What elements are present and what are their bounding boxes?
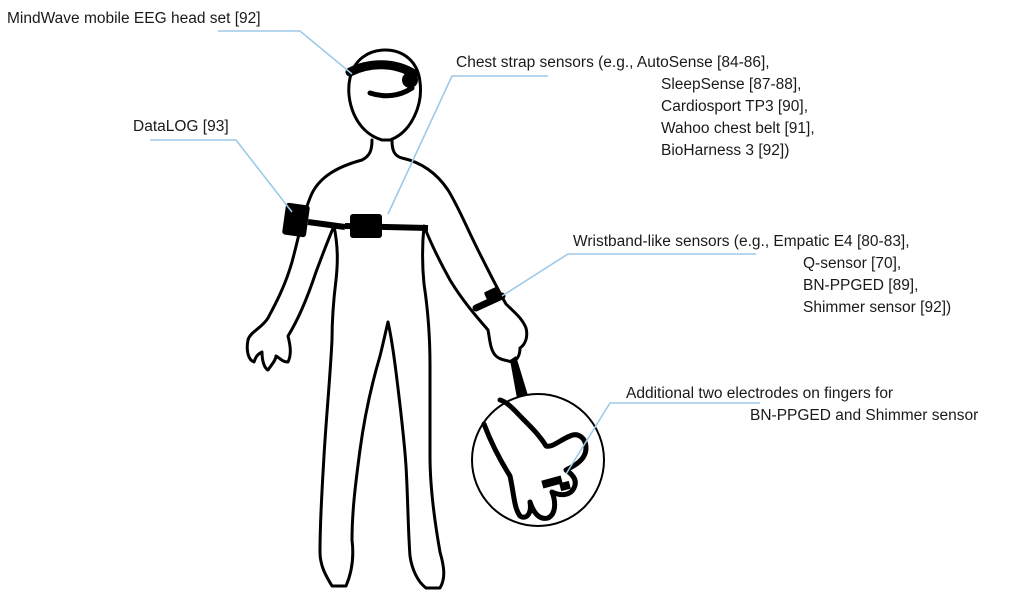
electrodes-line-1: Additional two electrodes on fingers for	[626, 383, 978, 405]
datalog-text: DataLOG [93]	[133, 118, 229, 135]
label-mindwave: MindWave mobile EEG head set [92]	[7, 8, 261, 30]
label-datalog: DataLOG [93]	[133, 116, 229, 138]
label-electrodes: Additional two electrodes on fingers for…	[626, 383, 978, 427]
eeg-headset	[350, 65, 418, 96]
mindwave-text: MindWave mobile EEG head set [92]	[7, 10, 261, 27]
chest-line-1: Chest strap sensors (e.g., AutoSense [84…	[456, 52, 815, 74]
chest-line-2: SleepSense [87-88],	[456, 74, 815, 96]
chest-line-5: BioHarness 3 [92])	[456, 140, 815, 162]
wrist-line-3: BN-PPGED [89],	[573, 275, 951, 297]
chest-line-4: Wahoo chest belt [91],	[456, 118, 815, 140]
wrist-line-2: Q-sensor [70],	[573, 253, 951, 275]
electrodes-line-2: BN-PPGED and Shimmer sensor	[626, 405, 978, 427]
label-wristband: Wristband-like sensors (e.g., Empatic E4…	[573, 231, 951, 319]
leader-datalog	[150, 140, 292, 212]
chest-line-3: Cardiosport TP3 [90],	[456, 96, 815, 118]
magnified-hand-inset	[472, 394, 604, 526]
wrist-line-4: Shimmer sensor [92])	[573, 297, 951, 319]
wrist-line-1: Wristband-like sensors (e.g., Empatic E4…	[573, 231, 951, 253]
label-chest-strap: Chest strap sensors (e.g., AutoSense [84…	[456, 52, 815, 162]
leader-mindwave	[218, 31, 352, 74]
chest-strap	[282, 202, 428, 238]
